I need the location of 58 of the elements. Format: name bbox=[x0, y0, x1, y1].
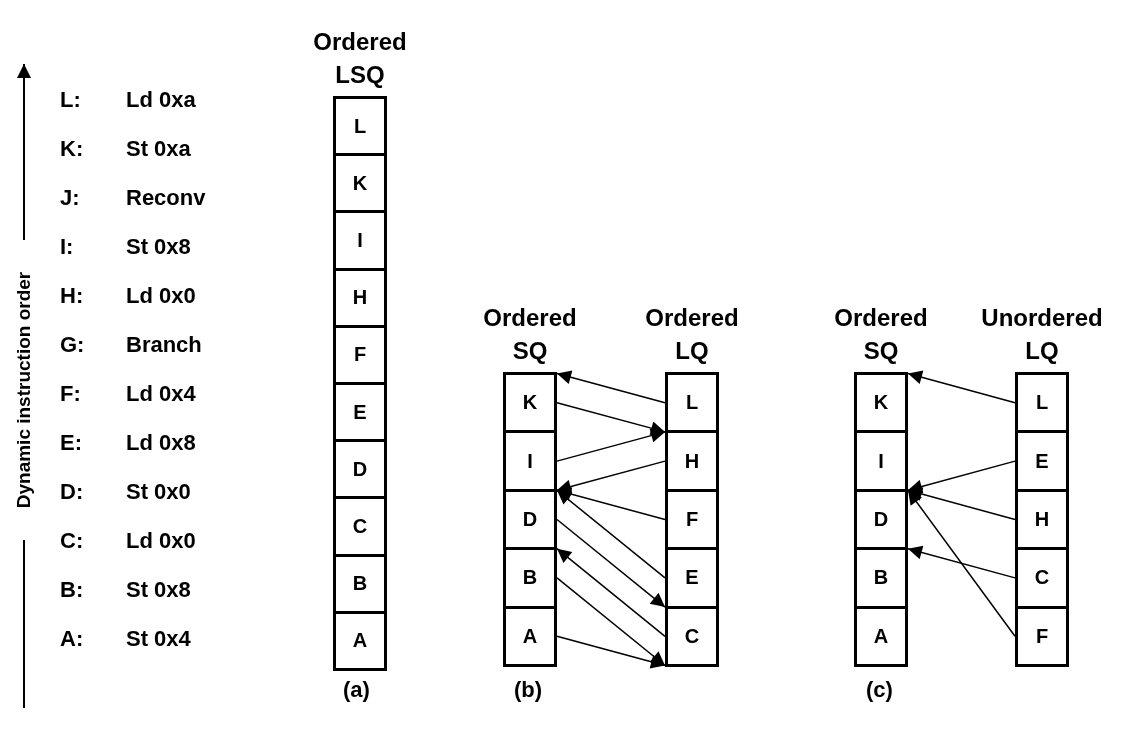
arrow bbox=[907, 460, 1016, 494]
arrow bbox=[907, 545, 1016, 579]
instruction-letter: D: bbox=[60, 479, 84, 505]
instruction-letter: B: bbox=[60, 577, 84, 603]
instruction-letter: H: bbox=[60, 283, 84, 309]
arrow bbox=[556, 547, 666, 638]
instruction-text: St 0x8 bbox=[126, 234, 191, 260]
axis-label: Dynamic instruction order bbox=[12, 270, 35, 511]
arrow bbox=[556, 487, 666, 521]
queue-heading: Unordered LQ bbox=[981, 303, 1103, 366]
instruction-letter: I: bbox=[60, 234, 74, 260]
instruction-letter: A: bbox=[60, 626, 84, 652]
queue-entry: E bbox=[665, 547, 719, 609]
arrow bbox=[556, 577, 666, 667]
instruction-text: Branch bbox=[126, 332, 202, 358]
instruction-letter: E: bbox=[60, 430, 82, 456]
arrow bbox=[556, 401, 666, 435]
instruction-letter: L: bbox=[60, 87, 81, 113]
panel-caption: (a) bbox=[343, 677, 370, 703]
arrow bbox=[556, 460, 666, 494]
arrow bbox=[907, 370, 1016, 404]
queue-heading: Ordered LSQ bbox=[313, 27, 407, 90]
queue-entry: I bbox=[333, 210, 387, 271]
instruction-text: St 0xa bbox=[126, 136, 191, 162]
instruction-text: Ld 0x8 bbox=[126, 430, 196, 456]
instruction-letter: K: bbox=[60, 136, 84, 162]
queue-entry: B bbox=[503, 547, 557, 609]
instruction-letter: J: bbox=[60, 185, 80, 211]
arrow bbox=[907, 489, 1016, 638]
instruction-text: Ld 0x0 bbox=[126, 283, 196, 309]
arrow bbox=[556, 428, 666, 462]
instruction-text: Reconv bbox=[126, 185, 206, 211]
queue-heading: Ordered LQ bbox=[645, 303, 739, 366]
instruction-letter: F: bbox=[60, 381, 81, 407]
instruction-text: St 0x8 bbox=[126, 577, 191, 603]
queue-entry: I bbox=[854, 430, 908, 492]
instruction-letter: C: bbox=[60, 528, 84, 554]
queue-heading: Ordered SQ bbox=[834, 303, 928, 366]
queue-entry: C bbox=[1015, 547, 1069, 609]
instruction-text: Ld 0x4 bbox=[126, 381, 196, 407]
arrow bbox=[907, 487, 1016, 521]
instruction-text: Ld 0x0 bbox=[126, 528, 196, 554]
instruction-text: St 0x0 bbox=[126, 479, 191, 505]
instruction-text: St 0x4 bbox=[126, 626, 191, 652]
panel-caption: (c) bbox=[866, 677, 893, 703]
queue-entry: C bbox=[333, 496, 387, 557]
queue-entry: I bbox=[503, 430, 557, 492]
instruction-text: Ld 0xa bbox=[126, 87, 196, 113]
arrow bbox=[556, 518, 666, 608]
queue-entry: E bbox=[1015, 430, 1069, 492]
queue-entry: B bbox=[854, 547, 908, 609]
instruction-letter: G: bbox=[60, 332, 85, 358]
arrow bbox=[556, 370, 666, 404]
panel-caption: (b) bbox=[514, 677, 543, 703]
arrow bbox=[556, 489, 666, 579]
queue-heading: Ordered SQ bbox=[483, 303, 577, 366]
queue-entry: H bbox=[665, 430, 719, 492]
arrow bbox=[556, 635, 666, 669]
